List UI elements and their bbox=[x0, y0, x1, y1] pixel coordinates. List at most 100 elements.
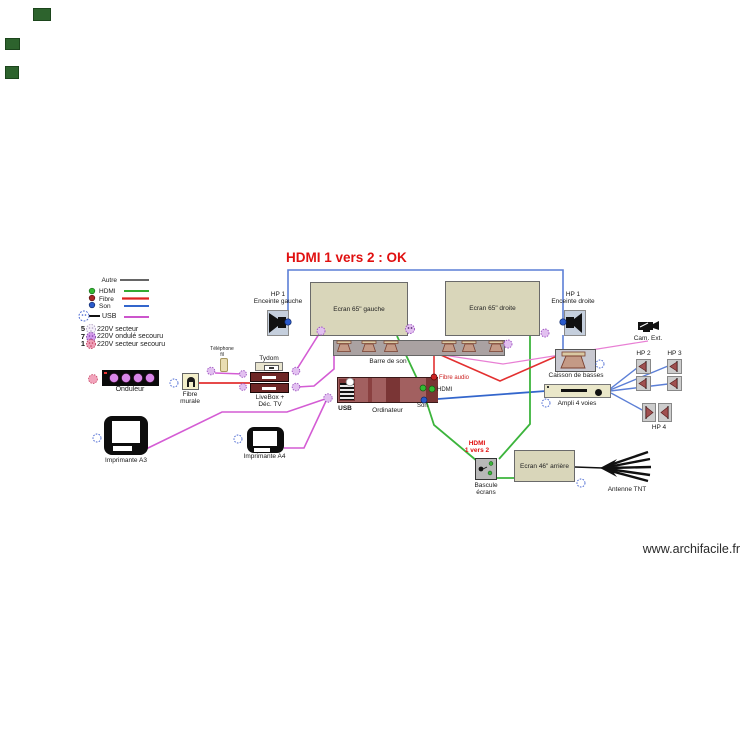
legend-label-autre: Autre bbox=[101, 277, 117, 284]
wire-usb-ecrang-livebox bbox=[296, 333, 320, 370]
corner-chip bbox=[5, 66, 19, 79]
legend-label-usb: USB bbox=[102, 312, 117, 320]
legend-label-son: Son bbox=[99, 302, 111, 310]
livebox-slot bbox=[262, 386, 276, 390]
legend-label-hdmi: HDMI bbox=[99, 288, 116, 295]
ordinateur-grill bbox=[340, 383, 354, 400]
antenna-feed-line bbox=[574, 466, 604, 469]
imprimante-a3[interactable] bbox=[104, 416, 148, 455]
hp2-label: HP 2 bbox=[636, 350, 651, 357]
wire-telephone bbox=[214, 372, 244, 375]
tydom[interactable] bbox=[255, 362, 283, 371]
hp4-speaker-left[interactable] bbox=[642, 403, 656, 422]
caisson-label: Caisson de basses bbox=[548, 371, 604, 379]
hp2-speaker-bottom[interactable] bbox=[636, 376, 651, 391]
legend-count-ondule: 7 bbox=[80, 331, 85, 341]
corner-chip bbox=[33, 8, 51, 21]
legend-dot-fibre bbox=[88, 294, 96, 302]
page-title: HDMI 1 vers 2 : OK bbox=[286, 250, 407, 265]
outlet-secouru bbox=[88, 374, 98, 384]
hp3-speaker-top[interactable] bbox=[667, 359, 682, 374]
corner-chip bbox=[5, 38, 20, 50]
ecran-46-arriere[interactable]: Ecran 46" arrière bbox=[514, 450, 575, 482]
ordinateur-label: Ordinateur bbox=[372, 406, 403, 414]
livebox-top[interactable] bbox=[250, 372, 289, 382]
hp4-speaker-right[interactable] bbox=[658, 403, 672, 422]
ampli-knob bbox=[595, 388, 602, 396]
camera-icon bbox=[638, 321, 659, 332]
antenne-tnt-label: Antenne TNT bbox=[607, 485, 647, 493]
watermark: www.archifacile.fr bbox=[642, 542, 740, 556]
hp4-label: HP 4 bbox=[651, 424, 667, 431]
legend-count-secouru: 1 bbox=[80, 339, 85, 348]
antenna-prong bbox=[606, 450, 649, 468]
ecran-65-droite[interactable]: Ecran 65" droite bbox=[445, 281, 540, 336]
antenna-prong bbox=[608, 465, 652, 470]
imprimante-a4-label: Imprimante A4 bbox=[243, 453, 286, 460]
port-hdmi-label: HDMI bbox=[437, 386, 453, 393]
wire-ampli-hp4 bbox=[610, 392, 645, 412]
legend-circle-ondule bbox=[86, 332, 96, 342]
port-son-label: Son bbox=[417, 403, 428, 409]
ordinateur-stripe bbox=[386, 378, 400, 402]
barre-de-son-label: Barre de son bbox=[369, 357, 407, 365]
tydom-slot bbox=[264, 365, 279, 371]
legend-circle-secouru bbox=[86, 339, 96, 349]
legend-dot-son bbox=[88, 301, 96, 309]
fibre-murale[interactable] bbox=[182, 373, 199, 390]
onduleur-led bbox=[104, 372, 107, 374]
fibre-socket bbox=[187, 377, 195, 387]
wire-usb-a3 bbox=[145, 398, 326, 450]
wire-usb-livebox-barre bbox=[296, 356, 335, 388]
hp3-speaker-bottom[interactable] bbox=[667, 376, 682, 391]
printer-screen bbox=[112, 421, 140, 443]
hp2-speaker-top[interactable] bbox=[636, 359, 651, 374]
legend-label-secouru: 220V secteur secouru bbox=[97, 340, 166, 348]
tydom-label: Tydom bbox=[259, 354, 279, 362]
cam-ext-label: Cam. Ext. bbox=[633, 335, 663, 342]
antenna-prong bbox=[606, 468, 649, 483]
hp3-label: HP 3 bbox=[667, 350, 682, 357]
usb-label: USB bbox=[338, 404, 352, 412]
printer-screen bbox=[253, 431, 277, 446]
legend-count-secteur: 5 bbox=[80, 324, 85, 333]
ordinateur[interactable] bbox=[337, 377, 438, 403]
bascule-ecrans[interactable] bbox=[475, 458, 497, 480]
antenna-prong bbox=[607, 467, 651, 477]
livebox-bottom[interactable] bbox=[250, 383, 289, 393]
caisson-de-basses[interactable] bbox=[555, 349, 596, 372]
livebox-slot bbox=[262, 375, 276, 379]
ecran-65-gauche[interactable]: Ecran 65" gauche bbox=[310, 282, 408, 336]
ampli-4-voies[interactable] bbox=[544, 384, 611, 398]
hp1-gauche-speaker[interactable] bbox=[267, 310, 289, 336]
ecran-65-droite-label: Ecran 65" droite bbox=[469, 305, 516, 312]
barre-de-son[interactable] bbox=[333, 340, 505, 356]
ampli-led bbox=[547, 386, 549, 388]
legend-circle-secteur bbox=[86, 324, 96, 334]
telephone-handset[interactable] bbox=[220, 358, 228, 372]
ampli-label: Ampli 4 voies bbox=[557, 399, 597, 407]
imprimante-a3-label: Imprimante A3 bbox=[105, 456, 147, 464]
legend-usb-socket-icon bbox=[78, 310, 90, 322]
ordinateur-stripe bbox=[368, 378, 372, 402]
legend-dot-hdmi bbox=[88, 287, 96, 295]
antenna-prong bbox=[607, 457, 651, 469]
hp1-droite-speaker[interactable] bbox=[564, 310, 586, 336]
antenna-arrowhead bbox=[600, 459, 617, 477]
ecran-65-gauche-label: Ecran 65" gauche bbox=[333, 305, 385, 313]
imprimante-a4[interactable] bbox=[247, 427, 284, 453]
livebox-label: LiveBox +Déc. TV bbox=[255, 393, 285, 408]
ecran-46-label: Ecran 46" arrière bbox=[520, 462, 569, 470]
wire-ampli-hp2 bbox=[609, 367, 638, 390]
printer-slot bbox=[254, 448, 270, 452]
onduleur[interactable] bbox=[102, 370, 159, 386]
printer-slot bbox=[113, 446, 132, 451]
legend-label-fibre: Fibre bbox=[99, 295, 114, 303]
onduleur-label: Onduleur bbox=[115, 386, 145, 393]
